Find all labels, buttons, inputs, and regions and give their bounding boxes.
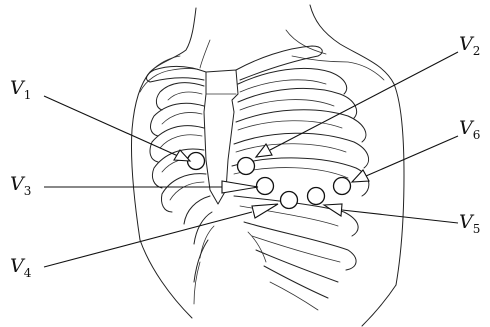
label-v1: V1: [10, 77, 31, 102]
electrode-v4: [281, 192, 298, 209]
torso-illustration: [131, 5, 404, 326]
arrowhead-v3: [222, 181, 258, 193]
leader-v5: [342, 210, 458, 223]
label-v2: V2: [459, 33, 480, 58]
electrode-v6: [334, 178, 351, 195]
electrode-v2: [238, 158, 255, 175]
label-v3: V3: [10, 173, 31, 198]
arrowhead-v5: [324, 204, 342, 216]
arrowhead-v2: [256, 144, 272, 157]
label-v5: V5: [459, 211, 480, 236]
leader-v1: [44, 96, 178, 156]
label-v6: V6: [459, 117, 480, 142]
leader-v6: [366, 136, 458, 176]
electrode-v5: [308, 188, 325, 205]
arrowhead-v4: [252, 204, 278, 218]
electrode-v3: [257, 178, 274, 195]
arrowhead-v6: [352, 170, 369, 182]
label-v4: V4: [10, 255, 32, 280]
